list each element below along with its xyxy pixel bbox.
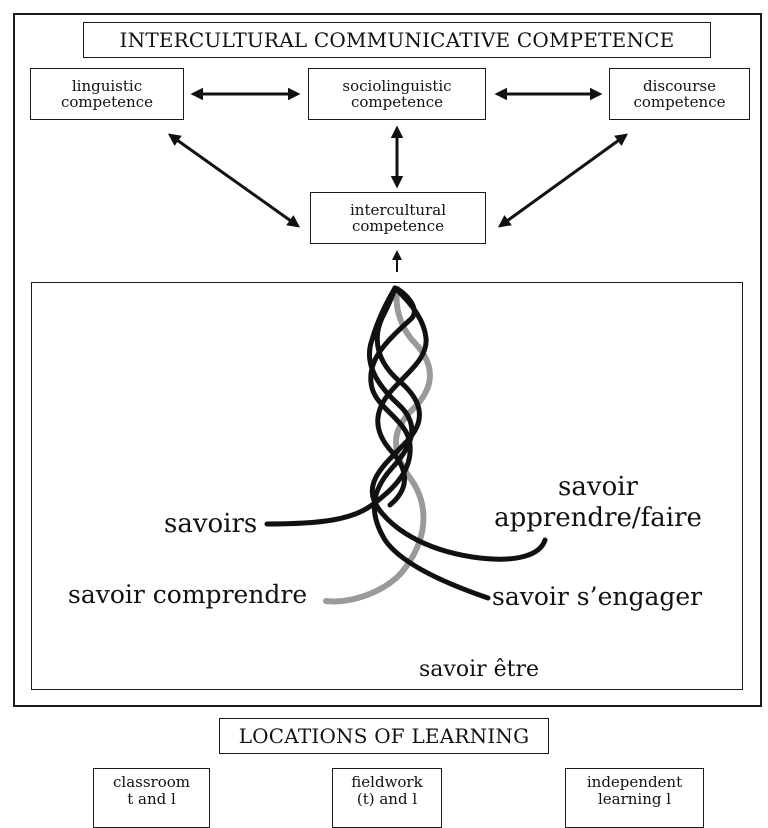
classroom-line-1: classroom [113, 773, 190, 791]
discourse-competence-box: discourse competence [609, 68, 750, 120]
title-box: INTERCULTURAL COMMUNICATIVE COMPETENCE [83, 22, 711, 58]
discourse-line-1: discourse [643, 76, 716, 95]
fieldwork-line-2: (t) and l [356, 789, 418, 808]
sociolinguistic-line-2: competence [351, 93, 443, 111]
locations-title: LOCATIONS OF LEARNING [238, 724, 530, 748]
sociolinguistic-competence-box: sociolinguistic competence [308, 68, 486, 120]
strand-savoir-engager [367, 285, 491, 601]
diagram-title: INTERCULTURAL COMMUNICATIVE COMPETENCE [119, 28, 675, 52]
label-savoirs: savoirs [164, 509, 258, 539]
location-classroom-box: classroom t and l [93, 768, 210, 828]
label-savoir-comprendre: savoir comprendre [68, 580, 308, 609]
label-savoir-apprendre-line-2: apprendre/faire [494, 502, 702, 533]
intercultural-competence-box: intercultural competence [310, 192, 486, 244]
linguistic-competence-box: linguistic competence [30, 68, 184, 120]
discourse-line-2: competence [633, 93, 726, 111]
strand-central-twist [375, 285, 429, 508]
strands-frame [31, 282, 743, 690]
label-savoir-apprendre-line-1: savoir [558, 472, 638, 502]
arrow-linguistic-intercultural [167, 133, 301, 228]
intercultural-line-2: competence [352, 217, 444, 235]
sociolinguistic-line-1: sociolinguistic [342, 76, 452, 95]
label-savoir-engager: savoir s’engager [492, 582, 703, 611]
independent-line-1: independent [586, 773, 683, 791]
independent-line-2: learning l [597, 789, 672, 808]
intercultural-line-1: intercultural [350, 200, 446, 219]
label-savoir-apprendre: savoir apprendre/faire [478, 472, 718, 533]
fieldwork-line-1: fieldwork [351, 773, 423, 791]
linguistic-line-1: linguistic [71, 76, 143, 95]
label-savoir-etre: savoir être [419, 657, 540, 682]
locations-title-box: LOCATIONS OF LEARNING [219, 718, 549, 754]
location-fieldwork-box: fieldwork (t) and l [332, 768, 442, 828]
arrow-discourse-intercultural [497, 133, 629, 228]
linguistic-line-2: competence [61, 93, 153, 111]
classroom-line-2: t and l [127, 789, 176, 808]
location-independent-box: independent learning l [565, 768, 704, 828]
strand-savoirs [264, 285, 417, 527]
